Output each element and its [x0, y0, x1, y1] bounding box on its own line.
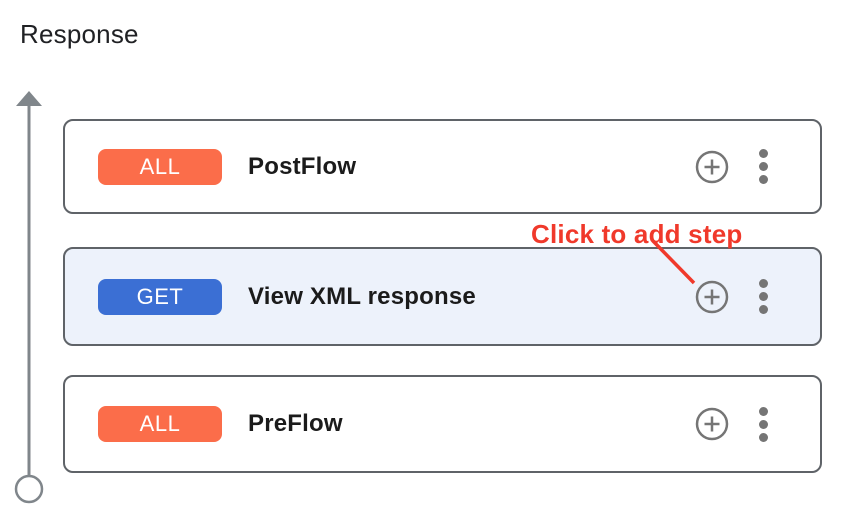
add-step-button[interactable]	[695, 407, 729, 441]
kebab-dot-icon	[759, 406, 768, 416]
kebab-dot-icon	[759, 175, 768, 184]
kebab-dot-icon	[759, 305, 768, 314]
card-actions	[695, 149, 768, 184]
kebab-menu-button[interactable]	[759, 406, 768, 442]
kebab-dot-icon	[759, 149, 768, 158]
method-badge-all: ALL	[98, 148, 222, 185]
response-section-title: Response	[20, 19, 139, 49]
flow-direction-arrow-icon	[14, 91, 44, 504]
kebab-menu-button[interactable]	[759, 149, 768, 184]
annotation-click-to-add-step: Click to add step	[531, 219, 743, 249]
flow-card-postflow[interactable]: ALL PostFlow	[63, 119, 822, 214]
kebab-menu-button[interactable]	[759, 279, 768, 314]
card-actions	[695, 279, 768, 314]
plus-circle-icon	[695, 150, 729, 183]
card-actions	[695, 406, 768, 442]
kebab-dot-icon	[759, 292, 768, 301]
kebab-dot-icon	[759, 279, 768, 288]
flow-name-preflow: PreFlow	[248, 410, 343, 437]
kebab-dot-icon	[759, 162, 768, 171]
kebab-dot-icon	[759, 432, 768, 442]
kebab-dot-icon	[759, 419, 768, 429]
add-step-button[interactable]	[695, 280, 729, 314]
plus-circle-icon	[695, 407, 729, 441]
method-badge-all: ALL	[98, 406, 222, 442]
flow-name-postflow: PostFlow	[248, 152, 357, 180]
flow-name-view-xml-response: View XML response	[248, 282, 476, 310]
flow-card-preflow[interactable]: ALL PreFlow	[63, 375, 822, 473]
method-badge-get: GET	[98, 278, 222, 315]
add-step-button[interactable]	[695, 150, 729, 184]
plus-circle-icon	[695, 280, 729, 313]
flow-card-view-xml-response[interactable]: GET View XML response	[63, 247, 822, 346]
